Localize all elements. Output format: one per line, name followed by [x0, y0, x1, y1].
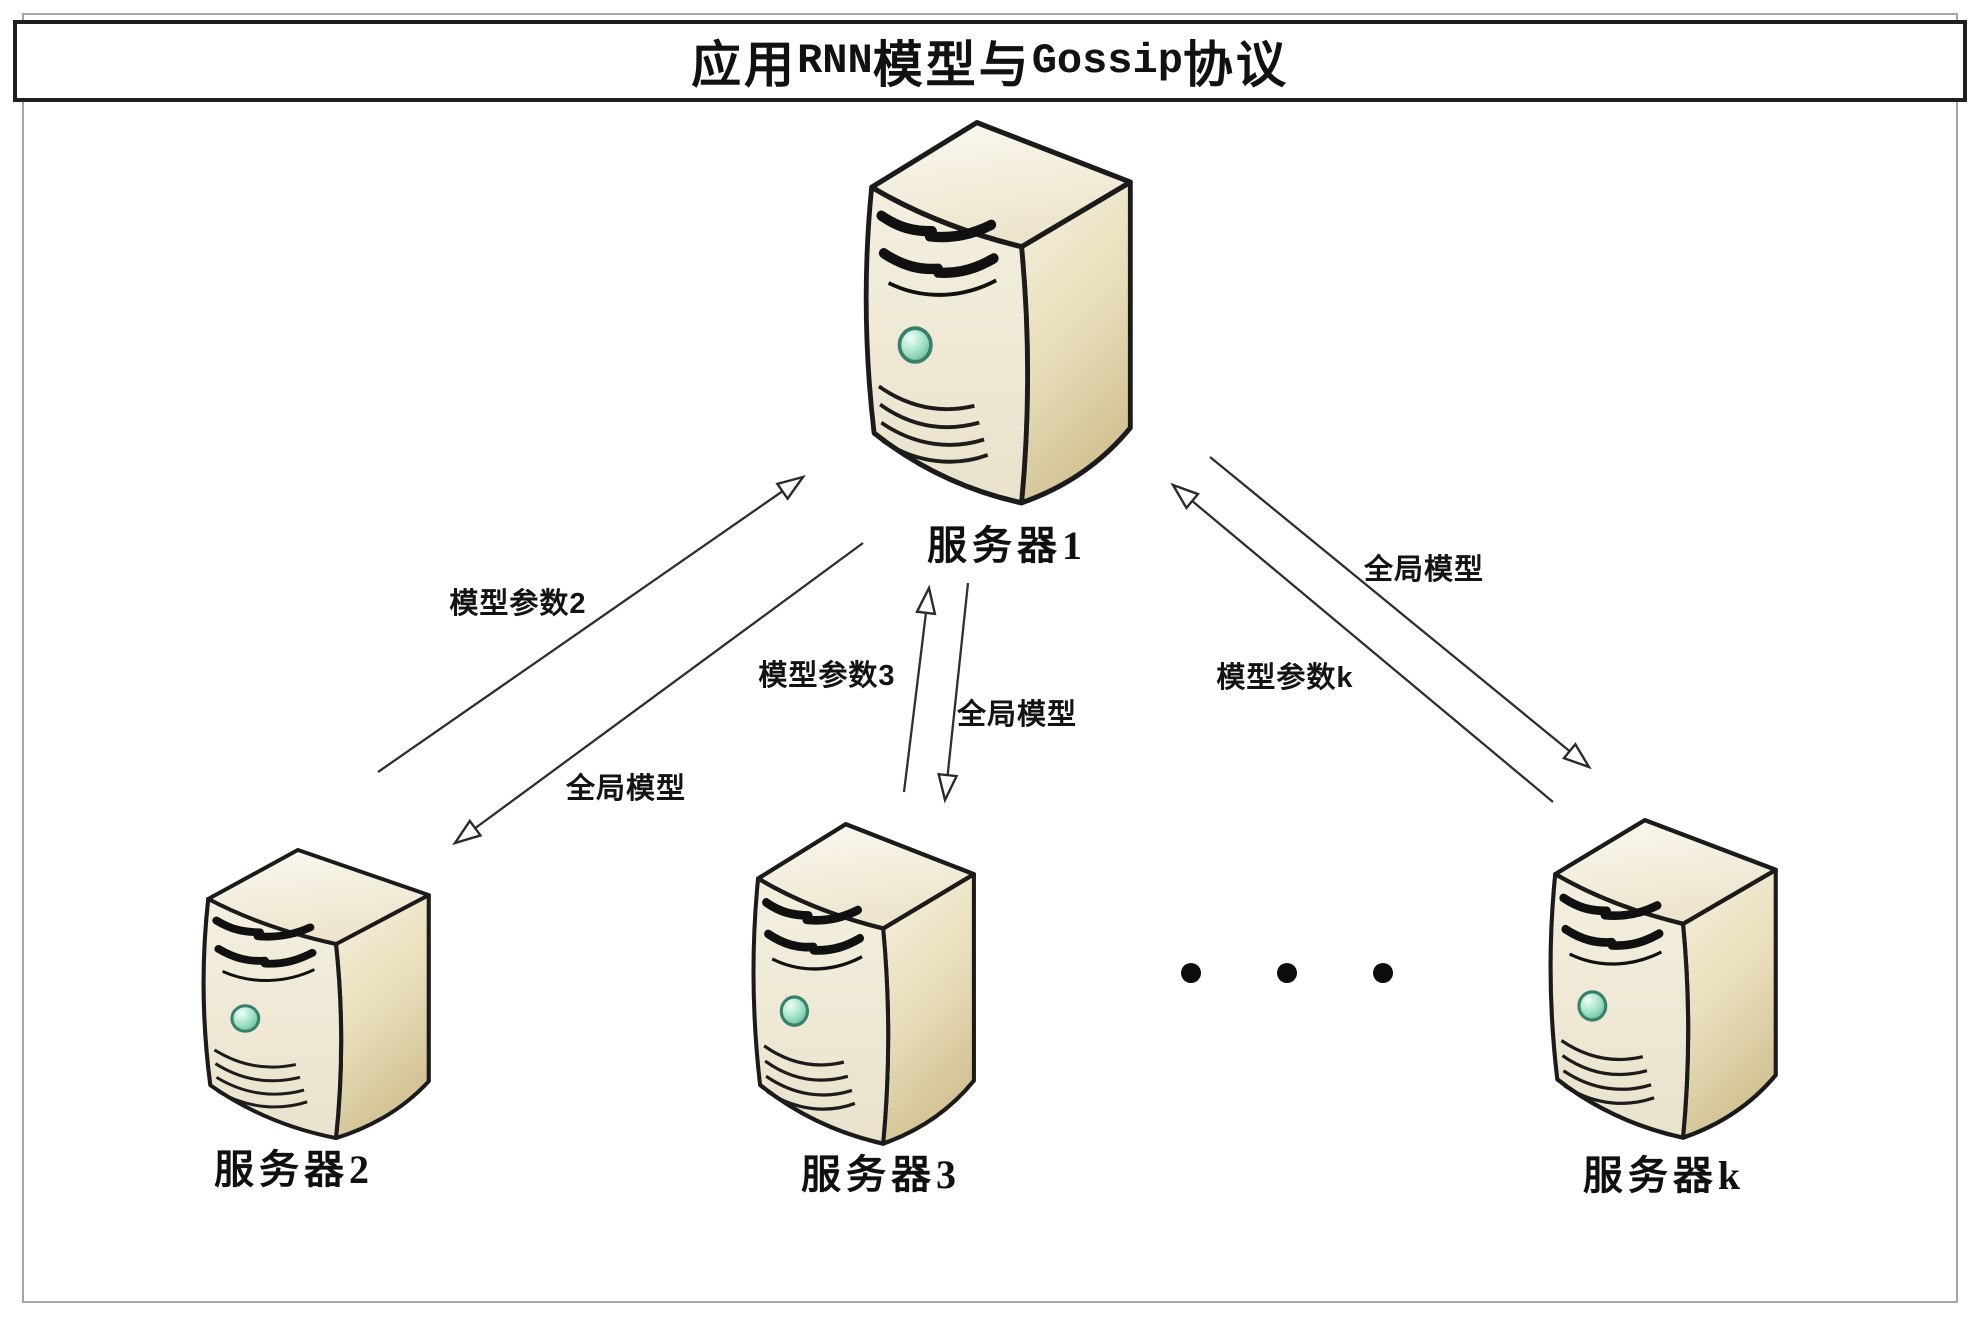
title-part-latin: RNN	[797, 37, 873, 85]
ellipsis-dot	[1373, 963, 1393, 983]
server-1-label: 服务器1	[927, 523, 1087, 568]
ellipsis-dot	[1181, 963, 1201, 983]
title-part-cjk: 模型与	[872, 37, 1032, 93]
edge-server3-to-server1-line	[902, 584, 937, 793]
edge-serverk-to-server1-label: 模型参数k	[1216, 662, 1354, 694]
server-3-icon	[750, 822, 982, 1148]
server-3-label: 服务器3	[801, 1152, 961, 1197]
edge-server2-to-server1-line	[377, 474, 806, 773]
edge-server1-to-server2-line	[452, 542, 864, 846]
edge-server3-to-server1-label: 模型参数3	[758, 660, 896, 692]
ellipsis-dots	[1181, 963, 1393, 983]
server-2-label: 服务器2	[214, 1147, 374, 1192]
edge-server1-to-server3-line	[937, 582, 970, 804]
title-part-cjk: 协议	[1182, 37, 1289, 93]
server-k-label: 服务器k	[1582, 1153, 1746, 1198]
ellipsis-dot	[1277, 963, 1297, 983]
title-part-cjk: 应用	[691, 37, 798, 93]
server-1-icon	[862, 120, 1140, 508]
title-part-latin: Gossip	[1031, 37, 1183, 85]
edge-server1-to-server3-label: 全局模型	[956, 699, 1078, 731]
outer-frame	[22, 13, 1958, 1303]
edge-server2-to-server1-label: 模型参数2	[449, 588, 587, 620]
edge-server1-to-serverk-line	[1209, 456, 1592, 770]
server-k-icon	[1547, 818, 1784, 1142]
edge-server1-to-server2-label: 全局模型	[565, 773, 687, 805]
edge-serverk-to-server1-line	[1170, 482, 1554, 803]
edge-server1-to-serverk-label: 全局模型	[1363, 554, 1485, 586]
server-2-icon	[200, 848, 437, 1142]
